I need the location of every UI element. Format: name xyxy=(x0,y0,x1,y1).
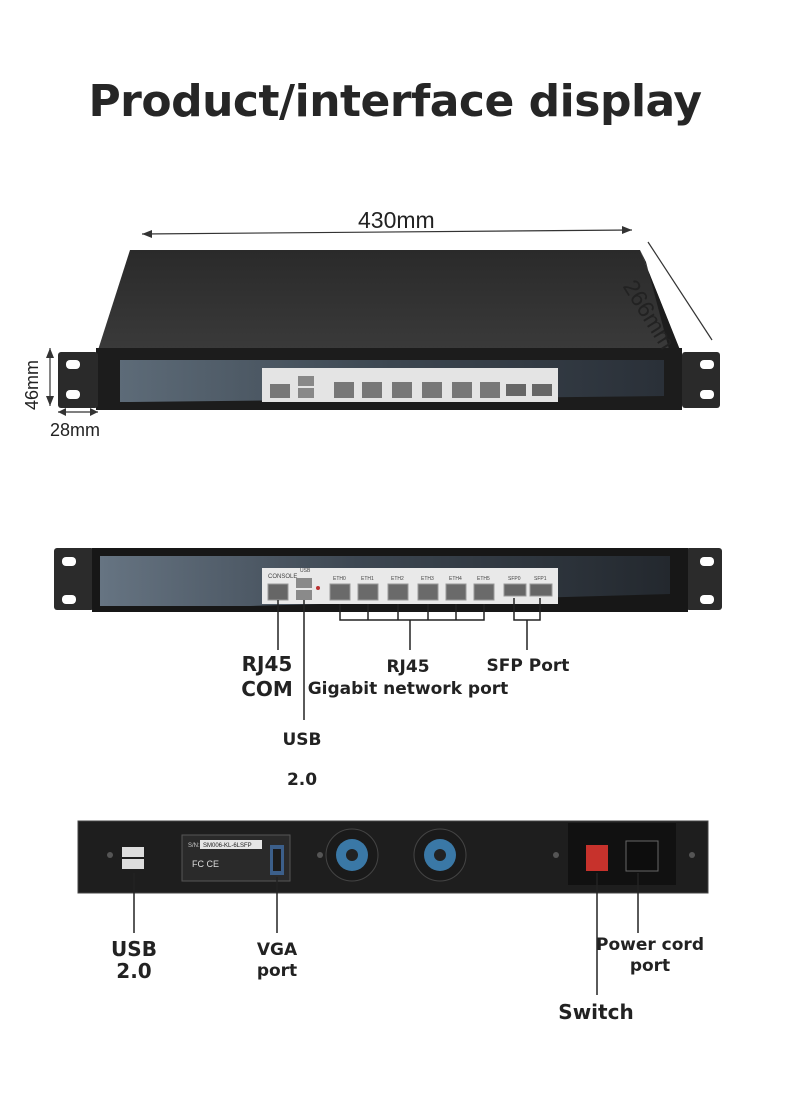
rj45-com-line2: COM xyxy=(241,677,293,701)
front-usb-callout: USB 2.0 xyxy=(272,720,332,800)
eth-port-label: ETH4 xyxy=(449,576,462,582)
sfp0-label: SFP0 xyxy=(508,576,521,582)
cert-marks: FC CE xyxy=(192,859,219,869)
eth-port-1 xyxy=(357,583,379,601)
page-title: Product/interface display xyxy=(88,76,702,127)
eth-port-3 xyxy=(417,583,439,601)
serial-number: SM006-KL-6LSFP xyxy=(203,843,252,849)
front-usb-line1: USB xyxy=(282,730,322,750)
eth-port-label: ETH2 xyxy=(391,576,404,582)
rj45-gigabit-callout: RJ45 Gigabit network port xyxy=(296,656,520,700)
power-cord-callout: Power cord port xyxy=(590,935,710,977)
eth-port-0 xyxy=(329,583,351,601)
rear-usb-callout: USB 2.0 xyxy=(100,938,168,982)
width-dimension-label: 430mm xyxy=(358,207,435,233)
vga-line2: port xyxy=(256,961,298,981)
sfp-port-callout: SFP Port xyxy=(486,656,570,676)
depth-dimension-line xyxy=(647,241,713,341)
console-label: CONSOLE xyxy=(268,574,297,580)
rear-panel: S/N: SM006-KL-6LSFP FC CE xyxy=(77,820,709,935)
vga-line1: VGA xyxy=(256,940,298,960)
power-line1: Power cord xyxy=(596,935,704,955)
ethernet-ports: ETH0 ETH1 ETH2 ETH3 ETH4 ETH5 xyxy=(329,576,495,601)
eth-port-5 xyxy=(473,583,495,601)
width-dimension-line xyxy=(141,229,633,235)
rj45-gigabit-line2: Gigabit network port xyxy=(307,679,509,699)
front-panel: CONSOLE USB ETH0 ETH1 ETH2 ETH3 ETH4 ETH5 SFP… xyxy=(54,548,722,650)
device-perspective-view xyxy=(46,226,720,416)
usb-label: USB xyxy=(300,568,311,574)
eth-port-4 xyxy=(445,583,467,601)
ear-dimension-label: 28mm xyxy=(50,420,101,440)
eth-port-label: ETH1 xyxy=(361,576,374,582)
rj45-gigabit-line1: RJ45 xyxy=(386,657,430,677)
eth-port-2 xyxy=(387,583,409,601)
eth-port-label: ETH0 xyxy=(333,576,346,582)
sfp1-label: SFP1 xyxy=(534,576,547,582)
rj45-com-line1: RJ45 xyxy=(241,652,293,676)
switch-callout: Switch xyxy=(558,1000,634,1024)
vga-callout: VGA port xyxy=(240,940,314,982)
serial-prefix: S/N: xyxy=(188,843,200,849)
front-usb-line2: 2.0 xyxy=(286,770,318,790)
rj45-com-callout: RJ45 COM xyxy=(232,652,302,702)
rear-usb-line2: 2.0 xyxy=(116,959,152,983)
height-dimension-label: 46mm xyxy=(22,359,42,410)
eth-port-label: ETH3 xyxy=(421,576,434,582)
eth-port-label: ETH5 xyxy=(477,576,490,582)
power-line2: port xyxy=(629,956,671,976)
rear-usb-line1: USB xyxy=(111,937,157,961)
